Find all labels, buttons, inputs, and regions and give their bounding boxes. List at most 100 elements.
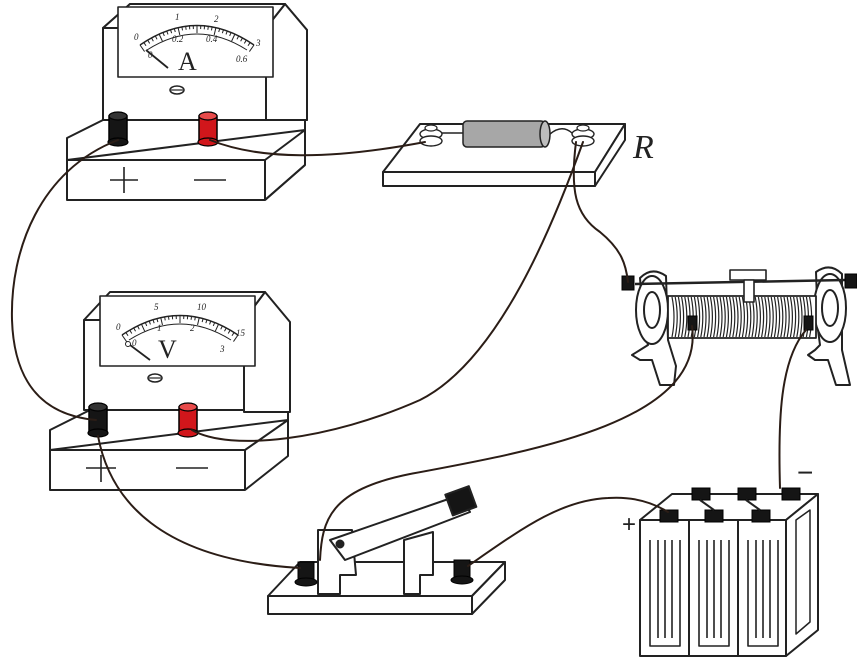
coil-winding	[754, 296, 758, 338]
wire-rheostat-to-switch	[319, 325, 694, 561]
coil-winding	[761, 296, 765, 338]
scale-tick	[121, 334, 127, 342]
coil-winding	[767, 296, 771, 338]
coil-winding	[725, 296, 729, 338]
coil-winding	[709, 296, 713, 338]
voltmeter-terminal-red[interactable]	[177, 402, 199, 438]
scale-tick	[156, 318, 159, 323]
scale-tick	[129, 329, 133, 334]
voltmeter-scale-bottom-1: 1	[157, 323, 162, 333]
voltmeter-scale-bottom-3: 3	[219, 344, 225, 354]
scale-tick	[205, 319, 208, 324]
voltmeter-symbol: V	[158, 335, 177, 364]
scale-tick	[209, 320, 212, 325]
scale-tick	[201, 318, 204, 323]
wires	[10, 139, 807, 569]
scale-tick	[233, 334, 239, 342]
scale-tick	[213, 27, 217, 36]
scale-tick	[210, 26, 213, 31]
scale-tick	[154, 35, 158, 40]
resistor-terminal-right[interactable]	[571, 124, 595, 147]
coil-winding	[789, 296, 793, 338]
scale-tick	[224, 327, 227, 332]
voltmeter-scale-top-1: 5	[154, 302, 159, 312]
resistor-label: R	[632, 129, 654, 166]
scale-tick	[220, 325, 223, 330]
coil-winding	[796, 296, 800, 338]
coil-winding	[681, 296, 685, 338]
voltmeter-scale	[121, 314, 239, 361]
scale-tick	[150, 37, 154, 42]
ammeter-scale-top-0: 0	[134, 32, 139, 42]
scale-tick	[162, 32, 165, 37]
scale-tick	[197, 317, 200, 326]
battery-cell-grille	[747, 540, 779, 647]
scale-tick	[140, 323, 146, 332]
scale-tick	[181, 26, 184, 31]
ammeter-terminal-black[interactable]	[107, 111, 129, 147]
coil-winding	[677, 296, 681, 338]
scale-tick	[212, 322, 216, 327]
scale-tick	[147, 39, 151, 44]
ammeter-scale-top-1: 1	[175, 12, 180, 22]
wire-rheostat-to-battery-minus	[778, 329, 807, 489]
coil-winding	[780, 296, 784, 338]
scale-tick	[144, 322, 148, 327]
scale-tick	[221, 29, 225, 34]
battery-cell-grille	[649, 540, 681, 647]
switch-terminal-right[interactable]	[450, 559, 474, 585]
wire-ammeter-black-to-voltmeter-black	[10, 139, 119, 421]
coil-winding	[684, 296, 688, 338]
wire-resistor-to-rheostat	[572, 141, 629, 283]
ammeter-scale	[139, 24, 255, 69]
scale-tick	[194, 316, 196, 321]
rheostat-terminal-right[interactable]	[803, 315, 814, 331]
ammeter-scale-bottom-2: 0.4	[206, 34, 218, 44]
ammeter-symbol: A	[178, 47, 197, 76]
ammeter	[66, 3, 308, 201]
scale-tick	[231, 33, 236, 42]
voltmeter-scale-bottom-2: 2	[190, 323, 195, 333]
scale-tick	[133, 327, 136, 332]
scale-tick	[143, 42, 147, 47]
scale-tick	[225, 30, 228, 35]
knife-switch	[267, 485, 506, 615]
scale-tick	[169, 29, 173, 34]
coil-winding	[735, 296, 739, 338]
coil-winding	[786, 296, 790, 338]
coil-winding	[773, 296, 777, 338]
scale-tick	[218, 28, 221, 33]
coil-winding	[722, 296, 726, 338]
voltmeter-scale-top-0: 0	[116, 322, 121, 332]
resistor-terminal-left[interactable]	[419, 124, 443, 147]
coil-winding	[703, 296, 707, 338]
voltmeter-scale-bottom-0: 0	[132, 338, 137, 348]
scale-tick	[158, 33, 163, 42]
coil-winding	[719, 296, 723, 338]
scale-tick	[177, 27, 181, 36]
coil-winding	[713, 296, 717, 338]
scale-tick	[152, 319, 155, 324]
scale-tick	[125, 332, 129, 337]
coil-winding	[799, 296, 803, 338]
ammeter-terminal-red[interactable]	[197, 111, 219, 147]
scale-tick	[148, 320, 151, 325]
rheostat-terminal-top-right[interactable]	[844, 273, 857, 289]
scale-tick	[247, 42, 251, 47]
scale-tick	[164, 316, 166, 321]
ammeter-scale-top-2: 2	[214, 14, 219, 24]
coil-winding	[674, 296, 678, 338]
resistor	[382, 120, 626, 187]
switch-terminal-left[interactable]	[294, 561, 318, 587]
scale-tick	[236, 35, 240, 40]
scale-tick	[214, 323, 220, 332]
coil-winding	[697, 296, 701, 338]
battery-terminals[interactable]	[659, 487, 801, 523]
scale-tick	[248, 44, 255, 52]
scale-tick	[190, 315, 193, 320]
ammeter-scale-top-3: 3	[255, 38, 261, 48]
coil-winding	[716, 296, 720, 338]
coil-winding	[671, 296, 675, 338]
scale-tick	[139, 44, 146, 52]
voltmeter-terminal-black[interactable]	[87, 402, 109, 438]
